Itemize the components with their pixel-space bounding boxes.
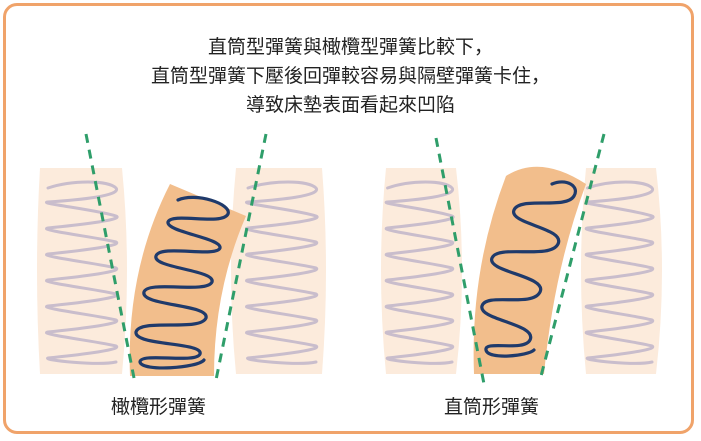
olive-active-spring — [129, 184, 246, 376]
olive-guide-line-right — [214, 133, 268, 381]
caption-line-1: 直筒型彈簧與橄欖型彈簧比較下， — [207, 36, 493, 58]
straight-right-neighbor-spring — [581, 168, 662, 374]
straight-spring-label: 直筒形彈簧 — [444, 396, 540, 418]
caption-line-3: 導致床墊表面看起來凹陷 — [245, 94, 455, 116]
straight-guide-line-right — [538, 133, 606, 381]
straight-left-neighbor-spring — [381, 168, 462, 374]
straight-spring-group — [381, 133, 662, 385]
olive-right-neighbor-spring — [231, 168, 326, 374]
caption-line-2: 直筒型彈簧下壓後回彈較容易與隔壁彈簧卡住， — [150, 65, 550, 87]
straight-guide-line-left — [434, 137, 486, 385]
olive-spring-label: 橄欖形彈簧 — [111, 396, 207, 418]
olive-spring-group — [37, 133, 326, 381]
straight-active-spring — [473, 166, 586, 374]
olive-left-neighbor-spring — [37, 168, 127, 374]
